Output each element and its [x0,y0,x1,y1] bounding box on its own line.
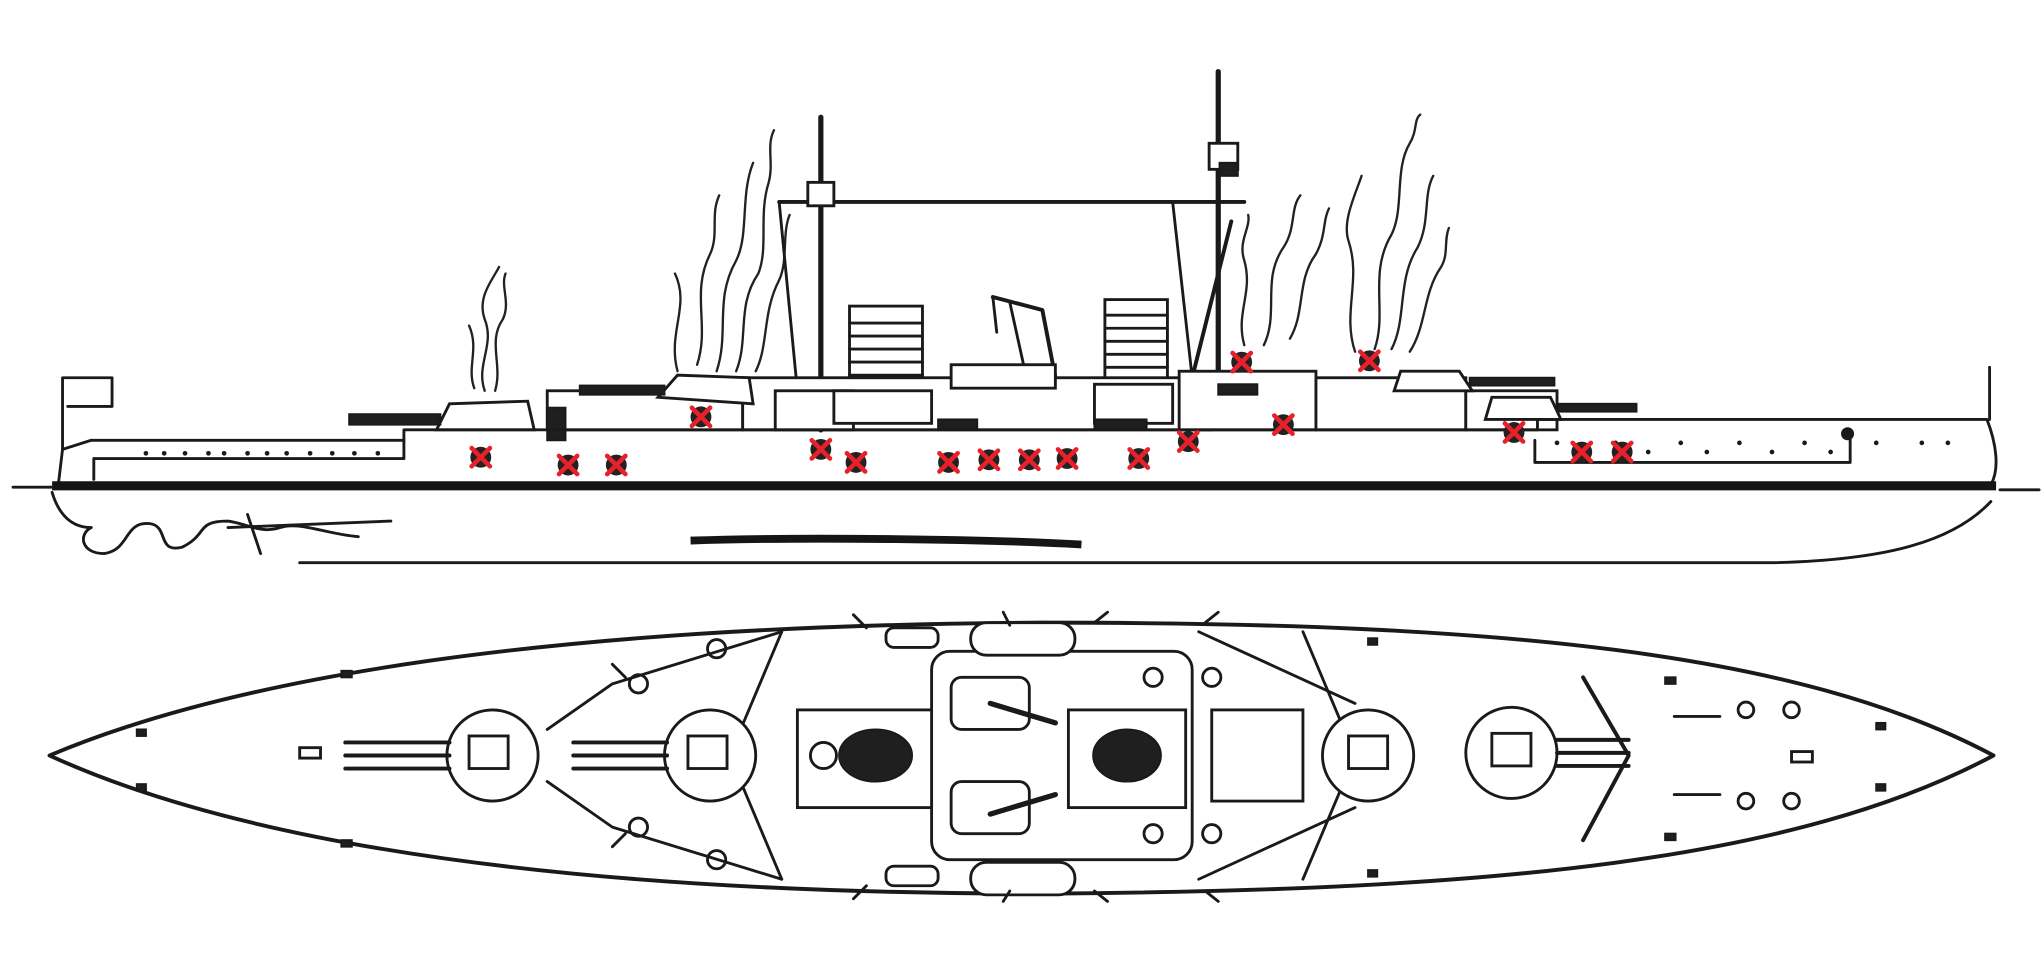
masts [777,69,1992,433]
hit-marker-x-icon [689,405,713,429]
hit-marker-x-icon [1610,440,1634,464]
hit-marker-x-icon [1127,447,1151,470]
hit-marker-x-icon [1357,349,1381,373]
hit-marker-x-icon [809,437,833,461]
secondary-guns [610,610,1801,903]
hit-marker-x-icon [1271,413,1295,437]
hull-side [11,376,2041,565]
hull-outline-plan [47,620,1996,896]
hit-marker-x-icon [604,453,628,477]
side-turrets [348,369,1638,432]
hit-marker-x-icon [1017,448,1041,472]
smoke-plumes [467,113,1451,392]
top-plan-view [47,610,1996,903]
hit-marker-x-icon [1176,430,1200,453]
side-profile-view [11,69,2041,565]
hit-marker-x-icon [1570,440,1594,464]
hit-marker-x-icon [556,453,580,477]
hit-marker-x-icon [977,448,1001,472]
hit-marker-x-icon [937,451,960,474]
hit-marker-x-icon [844,451,868,474]
portholes [143,427,1951,456]
hit-marker-x-icon [1502,421,1526,444]
hit-marker-x-icon [1055,447,1079,470]
hit-marker-x-icon [1230,350,1254,374]
hit-markers [469,349,1634,477]
deck-fittings [135,637,1887,878]
hit-marker-x-icon [469,445,493,469]
plan-turrets [343,675,1631,843]
